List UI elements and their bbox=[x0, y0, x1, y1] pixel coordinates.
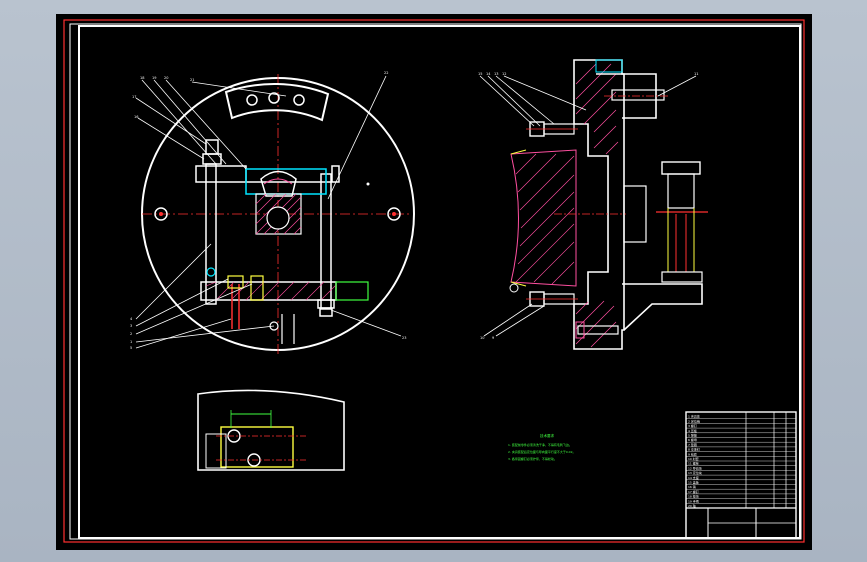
title-block-row-text: 14 支座 bbox=[688, 475, 699, 480]
left-guide-rod bbox=[205, 163, 217, 305]
svg-text:5: 5 bbox=[130, 346, 132, 350]
balloon-leaders-front bbox=[135, 75, 402, 349]
title-block-row-text: 7 垫圈 bbox=[688, 442, 697, 447]
svg-text:16: 16 bbox=[134, 115, 138, 119]
title-block-row-text: 16 销 bbox=[688, 484, 696, 489]
title-block-row-text: 11 螺栓 bbox=[688, 461, 699, 466]
title-block-row-text: 1 夹具体 bbox=[688, 414, 700, 419]
outer-border bbox=[63, 19, 805, 543]
svg-text:11: 11 bbox=[694, 72, 698, 76]
base-arm bbox=[622, 283, 703, 331]
title-block-row-text: 4 压板 bbox=[688, 428, 697, 433]
drawing-frame bbox=[78, 25, 801, 539]
detail-view-bottom bbox=[197, 389, 345, 471]
right-support-post bbox=[656, 161, 708, 283]
lower-left-bolt bbox=[526, 291, 578, 307]
svg-text:10: 10 bbox=[480, 336, 484, 340]
svg-text:17: 17 bbox=[132, 95, 136, 99]
title-block-row-text: 10 衬套 bbox=[688, 456, 699, 461]
bolt-hole-right bbox=[387, 207, 401, 221]
upper-left-bolt bbox=[526, 121, 578, 137]
title-block-row-text: 12 导向块 bbox=[688, 465, 702, 470]
svg-text:23: 23 bbox=[402, 336, 406, 340]
workpiece-section bbox=[510, 149, 577, 287]
svg-text:15: 15 bbox=[478, 72, 482, 76]
green-stop-block bbox=[335, 281, 369, 301]
svg-text:13: 13 bbox=[494, 72, 498, 76]
svg-text:2: 2 bbox=[130, 332, 132, 336]
technical-notes: 技术要求 1. 装配前零件必须清洗干净，不得有毛刺飞边。 2. 夹具装配后定位面… bbox=[508, 433, 576, 461]
title-block-row-text: 17 螺钉 bbox=[688, 489, 699, 494]
title-block-row-text: 6 螺母 bbox=[688, 437, 697, 442]
note-line-3: 3. 各紧固螺钉必须拧紧，不得松动。 bbox=[508, 456, 557, 461]
center-clamp bbox=[245, 168, 327, 195]
note-line-1: 1. 装配前零件必须清洗干净，不得有毛刺飞边。 bbox=[508, 442, 572, 447]
title-block-row-text: 3 螺钉 bbox=[688, 423, 697, 428]
svg-text:12: 12 bbox=[502, 72, 506, 76]
notes-title: 技术要求 bbox=[540, 433, 554, 438]
svg-text:22: 22 bbox=[384, 71, 388, 75]
svg-text:20: 20 bbox=[164, 76, 168, 80]
note-line-2: 2. 夹具装配后定位面与导向面平行度不大于0.02。 bbox=[508, 449, 576, 454]
title-block-row-text: 9 钻套 bbox=[688, 451, 697, 456]
svg-text:3: 3 bbox=[130, 324, 132, 328]
title-block-row-text: 2 定位销 bbox=[688, 418, 700, 423]
front-view: 18 19 20 21 22 17 16 4 3 2 1 5 23 bbox=[130, 71, 415, 354]
title-block-row-text: 18 垫块 bbox=[688, 494, 699, 499]
bolt-hole-left bbox=[154, 207, 168, 221]
svg-text:1: 1 bbox=[130, 340, 132, 344]
svg-text:14: 14 bbox=[486, 72, 491, 76]
svg-text:19: 19 bbox=[152, 76, 156, 80]
title-block-row-text: 20 轴 bbox=[688, 503, 696, 508]
svg-text:18: 18 bbox=[140, 76, 144, 80]
arc-slot bbox=[224, 83, 330, 122]
balloon-leaders-section bbox=[479, 75, 697, 337]
svg-text:9: 9 bbox=[492, 336, 494, 340]
title-block-row-text: 19 手柄 bbox=[688, 498, 699, 503]
center-hatched-block bbox=[255, 193, 302, 235]
title-block-row-text: 15 盖板 bbox=[688, 480, 699, 485]
title-block-row-text: 8 支承钉 bbox=[688, 447, 700, 452]
title-block-row-text: 5 弹簧 bbox=[688, 433, 697, 438]
svg-text:4: 4 bbox=[130, 317, 133, 321]
title-block-row-text: 13 定位块 bbox=[688, 470, 702, 475]
svg-text:21: 21 bbox=[190, 78, 194, 82]
